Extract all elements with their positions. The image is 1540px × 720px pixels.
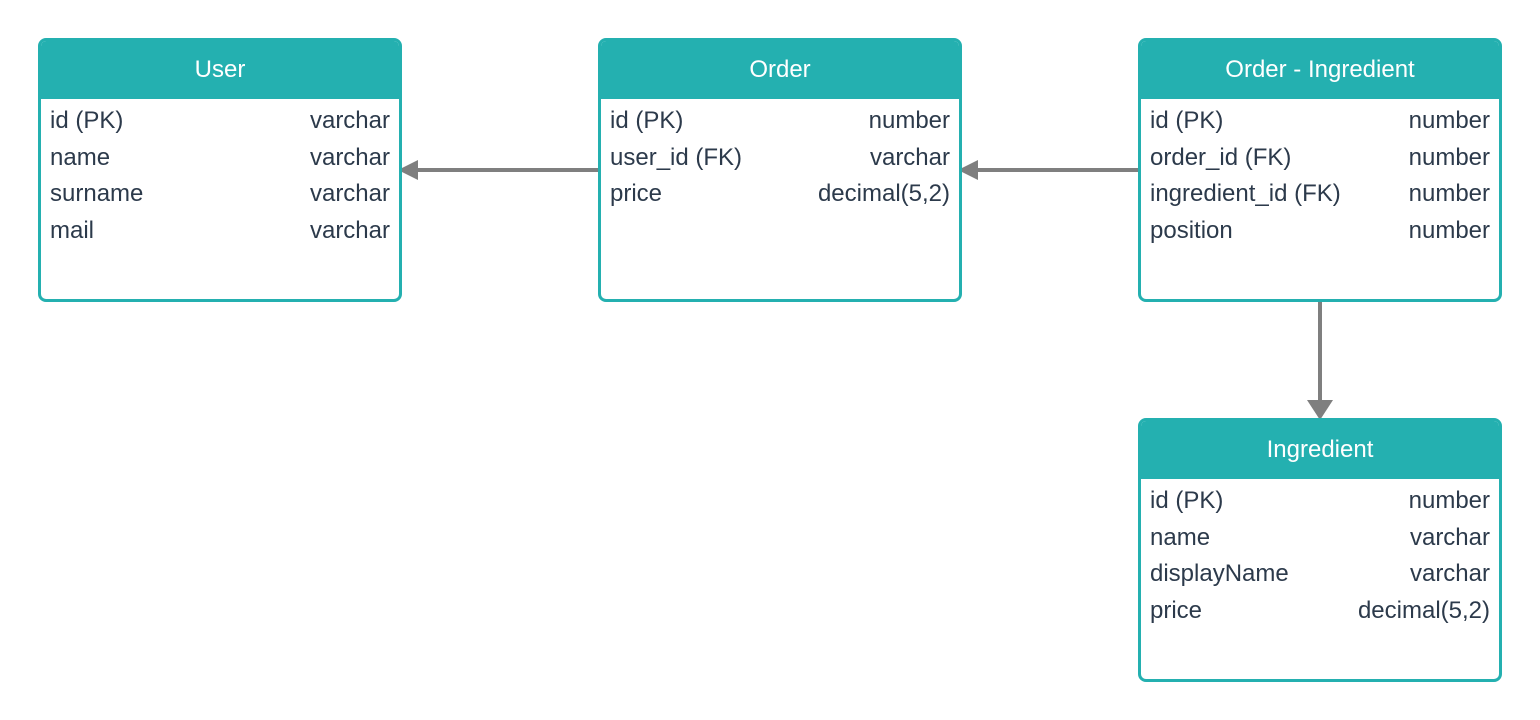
field-type: number [1408, 487, 1490, 514]
order-to-user-arrowhead [398, 160, 418, 180]
field-name: name [1150, 523, 1211, 551]
field-row: id (PK) number [1150, 487, 1490, 524]
field-name: name [50, 143, 111, 171]
field-type: decimal(5,2) [817, 180, 950, 207]
field-row: name varchar [1150, 524, 1490, 561]
field-row: name varchar [50, 144, 390, 181]
field-type: varchar [869, 143, 950, 171]
field-row: surname varchar [50, 180, 390, 217]
field-type: decimal(5,2) [1357, 596, 1490, 624]
field-type: number [1408, 180, 1490, 207]
field-type: number [868, 107, 950, 134]
field-row: user_id (FK) varchar [610, 144, 950, 181]
entity-title: Order [601, 41, 959, 99]
field-row: ingredient_id (FK) number [1150, 180, 1490, 217]
field-name: position [1150, 216, 1233, 244]
entity-ingredient[interactable]: Ingredient id (PK) number name varchar d… [1138, 418, 1502, 682]
field-type: varchar [309, 180, 390, 207]
field-list: id (PK) number name varchar displayName … [1141, 479, 1499, 633]
entity-title: Ingredient [1141, 421, 1499, 479]
order-ingredient-to-order-arrowhead [958, 160, 978, 180]
field-type: number [1408, 107, 1490, 134]
field-name: displayName [1150, 560, 1289, 587]
field-name: ingredient_id (FK) [1150, 180, 1341, 207]
field-list: id (PK) number user_id (FK) varchar pric… [601, 99, 959, 217]
entity-title: User [41, 41, 399, 99]
field-type: varchar [309, 143, 390, 171]
field-name: id (PK) [1150, 487, 1224, 514]
field-row: order_id (FK) number [1150, 144, 1490, 181]
field-list: id (PK) number order_id (FK) number ingr… [1141, 99, 1499, 253]
order-ingredient-to-ingredient-arrowhead [1307, 400, 1333, 420]
entity-title: Order - Ingredient [1141, 41, 1499, 99]
field-row: id (PK) number [1150, 107, 1490, 144]
field-type: varchar [309, 107, 390, 134]
entity-order-ingredient[interactable]: Order - Ingredient id (PK) number order_… [1138, 38, 1502, 302]
field-list: id (PK) varchar name varchar surname var… [41, 99, 399, 253]
field-name: id (PK) [1150, 107, 1224, 134]
field-type: varchar [309, 216, 390, 244]
field-type: number [1408, 216, 1490, 244]
entity-order[interactable]: Order id (PK) number user_id (FK) varcha… [598, 38, 962, 302]
field-type: number [1408, 143, 1490, 171]
field-row: mail varchar [50, 217, 390, 254]
field-name: order_id (FK) [1150, 143, 1292, 171]
field-type: varchar [1409, 560, 1490, 587]
field-type: varchar [1409, 523, 1490, 551]
field-name: price [610, 180, 663, 207]
field-row: price decimal(5,2) [610, 180, 950, 217]
field-row: id (PK) number [610, 107, 950, 144]
entity-user[interactable]: User id (PK) varchar name varchar surnam… [38, 38, 402, 302]
field-row: position number [1150, 217, 1490, 254]
field-row: price decimal(5,2) [1150, 597, 1490, 634]
field-name: price [1150, 596, 1203, 624]
field-name: user_id (FK) [610, 143, 743, 171]
field-name: surname [50, 180, 144, 207]
field-name: id (PK) [50, 107, 124, 134]
field-name: id (PK) [610, 107, 684, 134]
field-name: mail [50, 216, 95, 244]
field-row: id (PK) varchar [50, 107, 390, 144]
field-row: displayName varchar [1150, 560, 1490, 597]
